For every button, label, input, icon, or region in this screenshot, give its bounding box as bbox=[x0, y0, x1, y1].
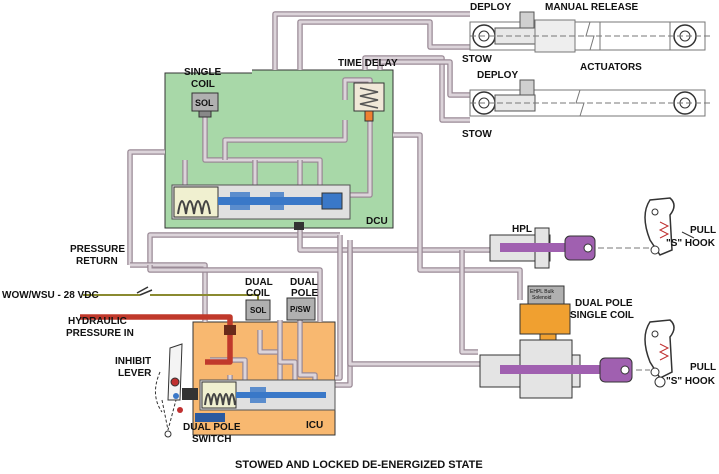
icu-spool bbox=[236, 392, 326, 398]
label-manual-release: MANUAL RELEASE bbox=[545, 2, 638, 13]
label-single-coil-1: SINGLE bbox=[184, 67, 222, 78]
ehpl-solenoid bbox=[519, 285, 571, 355]
time-delay-housing bbox=[353, 82, 385, 112]
inhibit-pivot bbox=[170, 377, 180, 387]
label-dual-pole-switch-2: SWITCH bbox=[192, 434, 231, 445]
label-sol-dcu: SOL bbox=[195, 98, 214, 108]
label-return: RETURN bbox=[76, 256, 118, 267]
label-inhibit-1: INHIBIT bbox=[115, 356, 151, 367]
label-single-coil-2: COIL bbox=[191, 79, 215, 90]
label-dual-pole-1: DUAL bbox=[290, 277, 318, 288]
lower-s-hook bbox=[644, 319, 675, 388]
inhibit-arc bbox=[155, 371, 163, 413]
label-psw: P/SW bbox=[290, 305, 311, 314]
label-hydraulic-1: HYDRAULIC bbox=[68, 316, 127, 327]
label-pressure: PRESSURE bbox=[70, 244, 125, 255]
label-pull-upper: PULL bbox=[690, 225, 716, 236]
icu-spring bbox=[204, 393, 236, 406]
icu-port-blue bbox=[195, 413, 225, 422]
label-s-hook-upper: "S" HOOK bbox=[666, 238, 716, 249]
label-hydraulic-2: PRESSURE IN bbox=[66, 328, 134, 339]
label-pull-lower: PULL bbox=[690, 362, 716, 373]
label-dual-coil-1: DUAL bbox=[245, 277, 273, 288]
label-deploy-upper: DEPLOY bbox=[470, 2, 511, 13]
label-wow-wsu: WOW/WSU - 28 VDC bbox=[2, 290, 99, 301]
inhibit-lever bbox=[167, 343, 183, 401]
icu-port-dark bbox=[182, 388, 198, 400]
label-actuators: ACTUATORS bbox=[580, 62, 642, 73]
label-hpl: HPL bbox=[512, 224, 532, 235]
icu-pressure-switch bbox=[286, 297, 316, 321]
pressure-port bbox=[224, 325, 236, 335]
label-s-hook-lower: "S" HOOK bbox=[666, 376, 716, 387]
lower-hook-valve bbox=[479, 339, 650, 399]
wow-switch bbox=[136, 286, 153, 296]
label-stow-lower: STOW bbox=[462, 129, 492, 140]
label-deploy-lower: DEPLOY bbox=[477, 70, 518, 81]
wow-wire bbox=[83, 294, 259, 305]
dcu-block-upper bbox=[252, 70, 393, 80]
label-dual-pole-single-coil-2: SINGLE COIL bbox=[570, 310, 634, 321]
hydraulic-pressure-line bbox=[80, 314, 233, 345]
switch-lever bbox=[161, 399, 177, 431]
label-ehpl-2: Solenoid bbox=[532, 295, 552, 301]
label-inhibit-2: LEVER bbox=[118, 368, 152, 379]
label-dual-pole-single-coil-1: DUAL POLE bbox=[575, 298, 633, 309]
diagram-caption: STOWED AND LOCKED DE-ENERGIZED STATE bbox=[235, 459, 483, 471]
label-sol-icu: SOL bbox=[250, 306, 267, 315]
label-ehpl-1: EHPL Bulk bbox=[530, 289, 554, 295]
hpl-valve bbox=[489, 227, 650, 269]
time-delay-spring bbox=[359, 87, 379, 109]
label-dual-pole-2: POLE bbox=[291, 288, 319, 299]
upper-s-hook bbox=[644, 197, 695, 256]
label-icu: ICU bbox=[306, 420, 323, 431]
lower-actuator bbox=[469, 79, 710, 117]
label-stow-upper: STOW bbox=[462, 54, 492, 65]
upper-actuator bbox=[469, 11, 710, 53]
dcu-port bbox=[294, 222, 304, 230]
label-time-delay: TIME DELAY bbox=[338, 58, 398, 69]
time-delay-orifice bbox=[364, 110, 374, 122]
label-dcu: DCU bbox=[366, 216, 388, 227]
label-dual-coil-2: COIL bbox=[246, 288, 270, 299]
icu-dual-coil-solenoid bbox=[245, 299, 271, 321]
dcu-spring bbox=[177, 200, 211, 215]
label-dual-pole-switch-1: DUAL POLE bbox=[183, 422, 241, 433]
